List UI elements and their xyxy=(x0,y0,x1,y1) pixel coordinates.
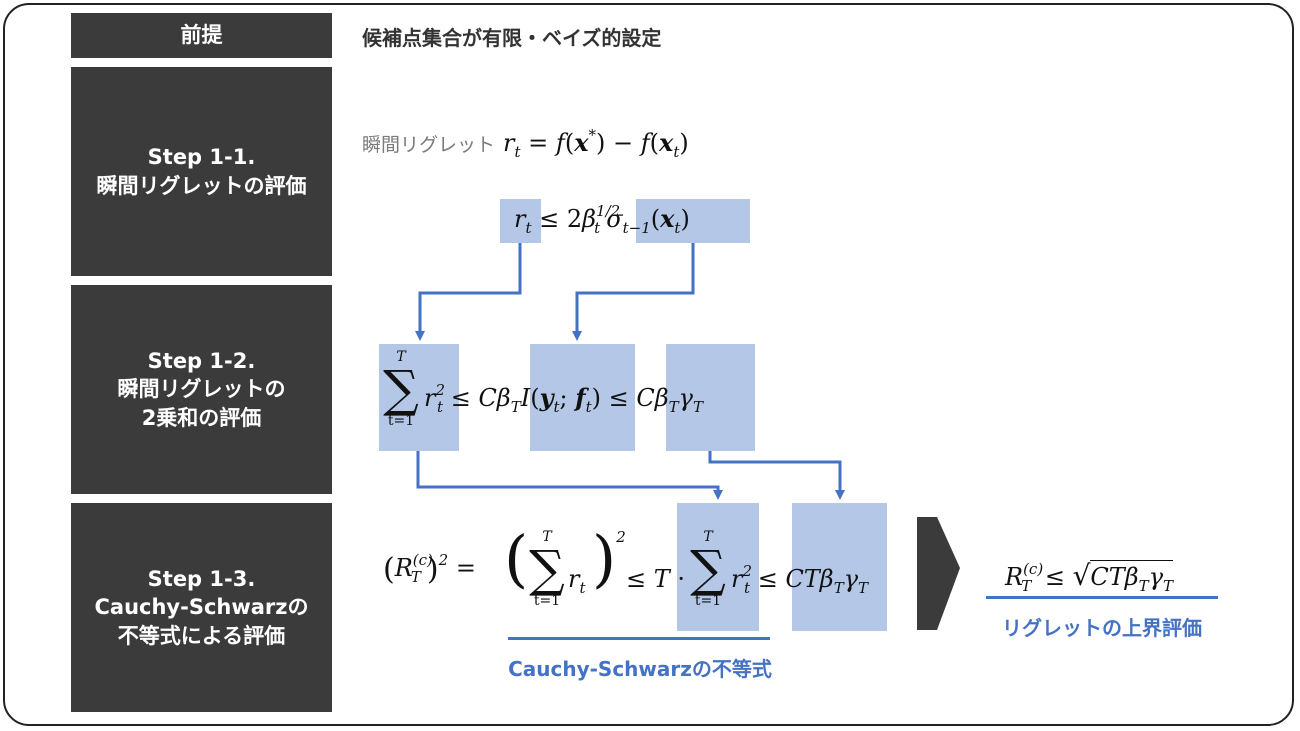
result-underline xyxy=(986,596,1218,599)
premise-text: 候補点集合が有限・ベイズ的設定 xyxy=(362,25,662,50)
slide-frame xyxy=(3,3,1294,726)
step13-sum-inner: T ∑ t=1 xyxy=(529,529,565,609)
step13-close-paren: )2 xyxy=(592,522,626,595)
cauchy-underline xyxy=(508,637,770,640)
arrow-sigma-to-info xyxy=(572,243,695,341)
result-equation: R(c)T ≤ √CTβTγT xyxy=(1005,559,1174,595)
highlight-info-step12 xyxy=(530,344,635,451)
step13-inner-term: rt xyxy=(568,565,586,597)
step13-outer-term: r2t ≤ CTβTγT xyxy=(731,562,869,597)
step-1-2-label: Step 1-2. 瞬間リグレットの 2乗和の評価 xyxy=(71,285,332,494)
step13-sum-outer: T ∑ t=1 xyxy=(690,529,726,609)
highlight-gamma-step12 xyxy=(666,344,755,451)
highlight-gamma-step13 xyxy=(792,503,887,631)
step13-mid: ≤ T · xyxy=(626,565,686,593)
result-chevron xyxy=(917,517,960,630)
highlight-sigma-step11 xyxy=(636,199,750,243)
arrow-gamma-to-step13 xyxy=(708,451,845,500)
step13-open-paren: ( xyxy=(504,522,529,595)
step11-prefix: 瞬間リグレット xyxy=(362,134,496,156)
cauchy-label: Cauchy-Schwarzの不等式 xyxy=(508,657,772,681)
arrow-sum-to-step13 xyxy=(416,451,723,500)
premise-label: 前提 xyxy=(71,13,332,58)
highlight-rt-step11 xyxy=(500,199,541,243)
step-1-3-label: Step 1-3. Cauchy-Schwarzの 不等式による評価 xyxy=(71,503,332,712)
step12-inequality: r2t ≤ CβTI(yt; ft) ≤ CβTγT xyxy=(424,381,703,416)
step-1-1-label: Step 1-1. 瞬間リグレットの評価 xyxy=(71,67,332,276)
highlight-sum-step12 xyxy=(379,344,459,451)
step12-sum: T ∑ t=1 xyxy=(383,349,419,429)
result-label: リグレットの上界評価 xyxy=(1002,616,1202,640)
arrow-rt-to-sum xyxy=(415,243,522,341)
highlight-sum-step13 xyxy=(677,503,759,631)
step13-lhs: (R(c)T)2 = xyxy=(383,551,476,587)
